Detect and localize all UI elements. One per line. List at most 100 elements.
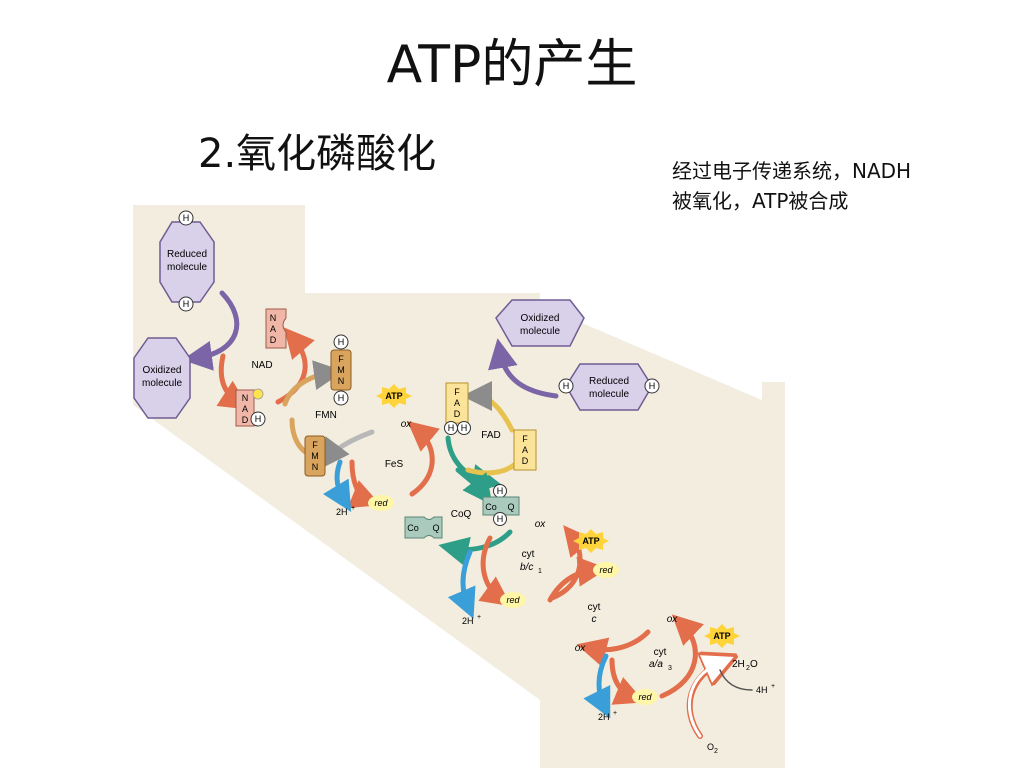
reduced-molecule-label-1: Reduced bbox=[589, 376, 629, 387]
bc1-label: b/c bbox=[520, 562, 533, 573]
slide-title: ATP的产生 bbox=[386, 35, 638, 95]
oxygen-o: O bbox=[707, 742, 714, 752]
h-atom-icon bbox=[457, 421, 471, 435]
note-line-1: 经过电子传递系统，NADH bbox=[672, 159, 912, 183]
bc1-red-badge: red bbox=[500, 592, 526, 608]
plus-superscript: + bbox=[477, 614, 481, 621]
h-atom-icon bbox=[493, 512, 507, 526]
coq-label-co: Co bbox=[485, 502, 497, 512]
fmn-letter-n: N bbox=[312, 462, 319, 472]
fmn-letter-m: M bbox=[337, 365, 345, 375]
fmnh-box-shape bbox=[330, 349, 352, 391]
oxygen-label: O 2 bbox=[707, 742, 718, 755]
h-atom-icon bbox=[178, 296, 194, 312]
arrow-c-red-to-ox bbox=[576, 629, 651, 667]
h-label: H bbox=[255, 414, 262, 424]
bc1-subscript: 1 bbox=[538, 568, 542, 575]
h-label: H bbox=[461, 423, 468, 433]
fmnh-reduced-box: H F M N H bbox=[330, 334, 352, 406]
c-ox-label: ox bbox=[575, 643, 587, 654]
c-label: c bbox=[592, 614, 597, 625]
two-h-label: 2H bbox=[598, 712, 610, 722]
two-h-label: 2H bbox=[336, 507, 348, 517]
arrow-coq-to-coqh bbox=[455, 467, 493, 506]
c-red-badge: red bbox=[593, 562, 619, 578]
arrow-to-nadh bbox=[216, 353, 250, 410]
two-h-label: 2H bbox=[462, 616, 474, 626]
plus-superscript: + bbox=[771, 683, 775, 690]
arrow-bc1-ox-to-red bbox=[478, 535, 512, 607]
arrow-o2-to-water-inner bbox=[688, 663, 718, 738]
fad-letter-d: D bbox=[522, 456, 529, 466]
fad-letter-a: A bbox=[454, 398, 460, 408]
nad-letter-d: D bbox=[270, 335, 277, 345]
h-label: H bbox=[497, 514, 504, 524]
red-badge-bg bbox=[500, 592, 526, 608]
reduced-molecule-left: H H Reduced molecule bbox=[159, 210, 215, 312]
cyt-bc1-sublabel: b/c 1 bbox=[520, 562, 542, 575]
bc1-ox-label: ox bbox=[535, 519, 547, 530]
atp-label: ATP bbox=[713, 631, 730, 641]
water-subscript: 2 bbox=[746, 665, 750, 672]
coqh-reduced-box: H Co Q H bbox=[482, 484, 520, 526]
aa3-label: a/a bbox=[649, 659, 663, 670]
arrow-aa3-red-to-ox bbox=[659, 614, 704, 699]
aa3-red-badge: red bbox=[632, 689, 658, 705]
oxidized-molecule-label-1: Oxidized bbox=[521, 313, 560, 324]
nad-oxidized-box: N A D bbox=[265, 308, 287, 349]
oxidized-molecule-label-2: molecule bbox=[142, 378, 182, 389]
h-label: H bbox=[338, 337, 345, 347]
atp-star-3: ATP bbox=[704, 624, 740, 648]
h-label: H bbox=[338, 393, 345, 403]
fmn-oxidized-box: F M N bbox=[304, 435, 326, 477]
aa3-subscript: 3 bbox=[668, 665, 672, 672]
nadh-reduced-box: N A D H bbox=[235, 388, 266, 427]
cyt-aa3-label: cyt bbox=[654, 647, 667, 658]
arrow-c-ox-to-red bbox=[547, 556, 608, 603]
fmn-letter-n: N bbox=[338, 376, 345, 386]
cyt-c-label: cyt bbox=[588, 602, 601, 613]
reduced-molecule-label-2: molecule bbox=[589, 389, 629, 400]
water-label: 2H 2 O bbox=[732, 659, 758, 672]
coq-label-co: Co bbox=[407, 523, 419, 533]
arrow-fes-to-fmn bbox=[319, 429, 375, 470]
arrow-to-fmnh bbox=[282, 360, 344, 407]
coq-label-q: Q bbox=[432, 523, 439, 533]
h-atom-icon bbox=[178, 210, 194, 226]
reduced-molecule-right-shape bbox=[565, 363, 653, 411]
h-atom-icon bbox=[250, 411, 266, 427]
arrow-fes-ox-to-red bbox=[347, 459, 381, 508]
h-label: H bbox=[448, 423, 455, 433]
atp-star-2: ATP bbox=[573, 529, 609, 553]
reduced-molecule-label-2: molecule bbox=[167, 262, 207, 273]
oxidized-molecule-left-shape bbox=[133, 337, 191, 419]
fad-label: FAD bbox=[481, 430, 500, 441]
arrow-fes-red-to-ox bbox=[407, 421, 440, 497]
oxygen-subscript: 2 bbox=[714, 748, 718, 755]
arrow-4h-in bbox=[719, 669, 753, 691]
fmn-box-shape bbox=[304, 435, 326, 477]
oxidized-molecule-label-2: molecule bbox=[520, 326, 560, 337]
cyt-bc1-label: cyt bbox=[522, 549, 535, 560]
nad-letter-a: A bbox=[270, 324, 276, 334]
oxidized-molecule-label-1: Oxidized bbox=[143, 365, 182, 376]
nad-label: NAD bbox=[251, 360, 272, 371]
fes-ox-label: ox bbox=[401, 419, 413, 430]
h-atom-icon bbox=[644, 378, 660, 394]
atp-label: ATP bbox=[582, 536, 599, 546]
nadh-letter-a: A bbox=[242, 404, 248, 414]
arrow-to-fadh bbox=[462, 381, 515, 433]
water-o: O bbox=[750, 659, 758, 670]
two-h-plus-1: 2H + bbox=[336, 505, 355, 517]
fmn-letter-f: F bbox=[338, 354, 344, 364]
arrow-coqh-to-coq bbox=[438, 529, 513, 567]
note-line-2: 被氧化，ATP被合成 bbox=[672, 189, 849, 213]
description-note: 经过电子传递系统，NADH 被氧化，ATP被合成 bbox=[672, 156, 992, 216]
cyt-aa3-sublabel: a/a 3 bbox=[649, 659, 672, 672]
atp-star-icon bbox=[376, 384, 412, 408]
fadh-reduced-box: F A D H H bbox=[444, 382, 471, 435]
atp-star-1: ATP bbox=[376, 384, 412, 408]
arrow-2h-release-2 bbox=[447, 549, 476, 619]
fmn-letter-m: M bbox=[311, 451, 319, 461]
arrow-reduced-to-oxidized-right bbox=[488, 338, 559, 399]
